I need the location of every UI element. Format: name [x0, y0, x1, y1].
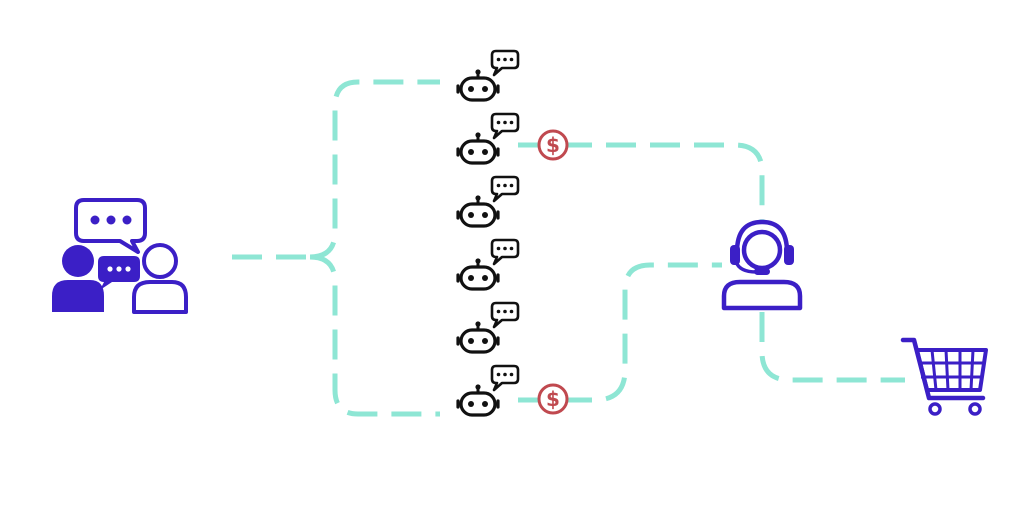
dollar-coin-icon: $: [537, 129, 569, 161]
chatbot-icon: [456, 112, 520, 165]
dollar-coin-icon: $: [537, 383, 569, 415]
chatbot-icon: [456, 301, 520, 354]
chatbot-icon: [456, 175, 520, 228]
shopping-cart-icon: [900, 337, 988, 416]
connector-agent-to-cart: [759, 312, 905, 383]
dollar-symbol: $: [546, 133, 560, 157]
support-agent-headset-icon: [721, 219, 803, 311]
connector-brace-bottom: [309, 254, 440, 417]
connector-bot6-to-agent: [518, 262, 722, 403]
connectors: [232, 79, 905, 417]
connector-brace-top: [309, 79, 440, 260]
connector-bot2-to-agent: [518, 142, 765, 222]
chatbot-icon: [456, 238, 520, 291]
bot-column: [456, 49, 520, 417]
dollar-symbol: $: [546, 387, 560, 411]
conversation-people-icon: [52, 198, 188, 314]
cost-markers: $$: [537, 129, 569, 415]
chatbot-icon: [456, 49, 520, 102]
chatbot-icon: [456, 364, 520, 417]
